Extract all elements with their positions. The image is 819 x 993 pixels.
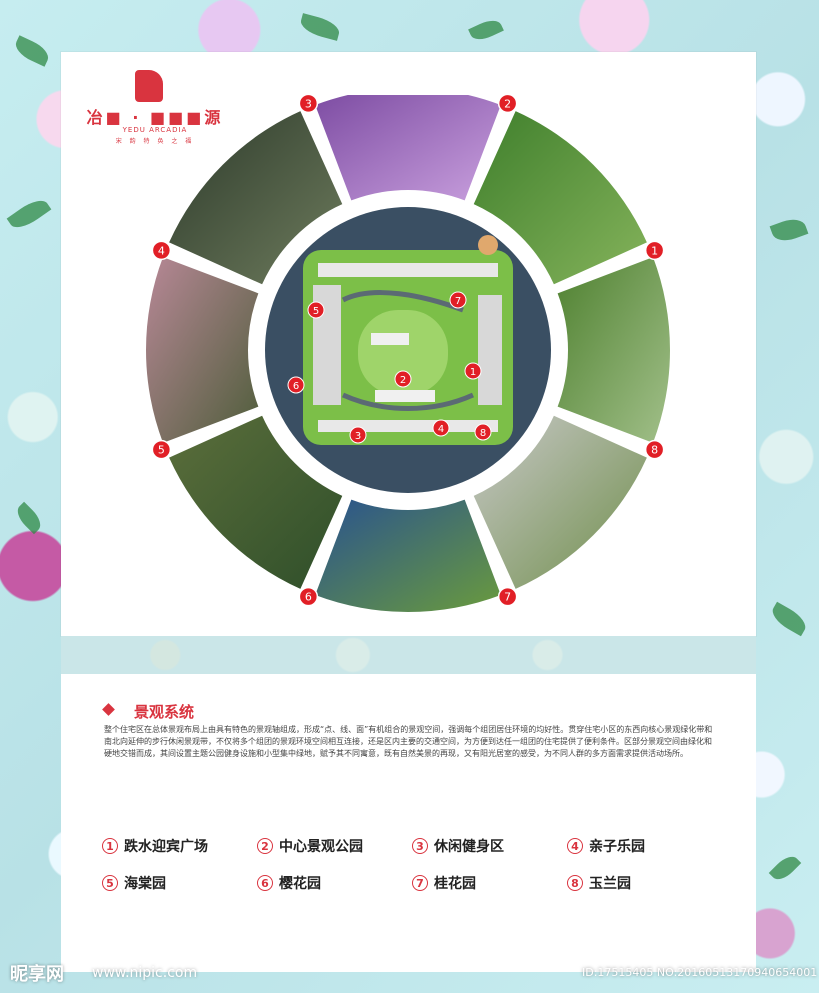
legend-label: 海棠园 — [124, 876, 166, 892]
legend-item: 6 樱花园 — [257, 873, 412, 893]
map-marker: 3 — [349, 426, 367, 444]
pattern-band — [61, 636, 756, 674]
ring-marker: 4 — [151, 240, 172, 261]
landscape-photo-segment — [473, 415, 647, 589]
map-marker: 1 — [464, 362, 482, 380]
image-id: ID:17515405 NO:20160513170940654001 — [582, 966, 818, 979]
landscape-wheel: 1 2 3 4 5 6 7 8 1 2 3 4 5 6 7 8 — [146, 95, 670, 612]
logo-mark-icon — [135, 70, 163, 102]
map-marker: 5 — [307, 301, 325, 319]
site-plan-details — [303, 235, 513, 445]
ring-marker: 8 — [644, 439, 665, 460]
legend-item: 7 桂花园 — [412, 873, 567, 893]
logo: 冶■ · ■■■源 YEDU ARCADIA 宋 韵 特 奂 之 福 — [80, 70, 230, 150]
legend-label: 跌水迎宾广场 — [124, 839, 208, 855]
logo-title: 冶■ · ■■■源 — [86, 108, 224, 127]
ring-marker-label: 7 — [504, 591, 511, 604]
legend-label: 玉兰园 — [589, 876, 631, 892]
info-panel — [61, 674, 756, 972]
section-title: 景观系统 — [134, 703, 195, 721]
number-circle-icon: 8 — [567, 875, 583, 891]
ring-marker: 5 — [151, 439, 172, 460]
legend-label: 亲子乐园 — [589, 839, 645, 855]
legend: 1 跌水迎宾广场 2 中心景观公园 3 休闲健身区 4 亲子乐园 5 海棠园 6 樱花园 7… — [102, 836, 722, 893]
legend-item: 2 中心景观公园 — [257, 836, 412, 856]
map-marker: 4 — [432, 419, 450, 437]
map-marker: 2 — [394, 370, 412, 388]
ring-marker-label: 1 — [651, 244, 658, 257]
legend-label: 中心景观公园 — [279, 839, 363, 855]
ring-marker-label: 2 — [504, 97, 511, 110]
logo-subtitle: YEDU ARCADIA — [122, 126, 188, 134]
map-marker-label: 3 — [355, 431, 361, 442]
map-marker-label: 8 — [480, 428, 486, 439]
ring-marker: 3 — [298, 95, 319, 114]
number-circle-icon: 3 — [412, 838, 428, 854]
map-marker-label: 7 — [455, 296, 461, 307]
logo-tagline: 宋 韵 特 奂 之 福 — [115, 138, 195, 145]
landscape-photo-segment — [315, 499, 501, 612]
ring-marker: 7 — [497, 586, 518, 607]
legend-item: 8 玉兰园 — [567, 873, 722, 893]
map-marker-label: 5 — [313, 306, 319, 317]
legend-item: 1 跌水迎宾广场 — [102, 836, 257, 856]
map-marker-label: 6 — [293, 381, 299, 392]
legend-item: 4 亲子乐园 — [567, 836, 722, 856]
landscape-photo-segment — [169, 415, 343, 589]
landscape-photo-segment — [315, 95, 501, 201]
legend-label: 休闲健身区 — [434, 839, 504, 855]
legend-label: 桂花园 — [434, 876, 476, 892]
landscape-photo-segment — [146, 257, 259, 443]
watermark-url: www.nipic.com — [92, 965, 198, 981]
legend-item: 3 休闲健身区 — [412, 836, 567, 856]
landscape-photo-segment — [169, 111, 343, 285]
map-marker-label: 4 — [438, 424, 444, 435]
ring-marker-label: 8 — [651, 444, 658, 457]
landscape-photo-segment — [557, 257, 670, 443]
section-description: 整个住宅区在总体景观布局上由具有特色的景观轴组成，形成“点、线、面”有机组合的景… — [104, 725, 713, 758]
landscape-photo-segment — [473, 111, 647, 285]
number-circle-icon: 5 — [102, 875, 118, 891]
number-circle-icon: 2 — [257, 838, 273, 854]
number-circle-icon: 4 — [567, 838, 583, 854]
ring-marker: 6 — [298, 586, 319, 607]
map-marker-label: 2 — [400, 375, 406, 386]
legend-item: 5 海棠园 — [102, 873, 257, 893]
ring-marker-label: 3 — [305, 97, 312, 110]
map-marker: 6 — [287, 376, 305, 394]
watermark-brand: 昵享网 — [10, 964, 64, 985]
map-marker: 8 — [474, 423, 492, 441]
number-circle-icon: 7 — [412, 875, 428, 891]
ring-marker-label: 4 — [158, 244, 165, 257]
number-circle-icon: 1 — [102, 838, 118, 854]
ring-marker: 1 — [644, 240, 665, 261]
ring-marker-label: 6 — [305, 591, 312, 604]
ring-marker-label: 5 — [158, 444, 165, 457]
number-circle-icon: 6 — [257, 875, 273, 891]
map-marker-label: 1 — [470, 367, 476, 378]
legend-label: 樱花园 — [279, 876, 321, 892]
map-marker: 7 — [449, 291, 467, 309]
ring-marker: 2 — [497, 95, 518, 114]
